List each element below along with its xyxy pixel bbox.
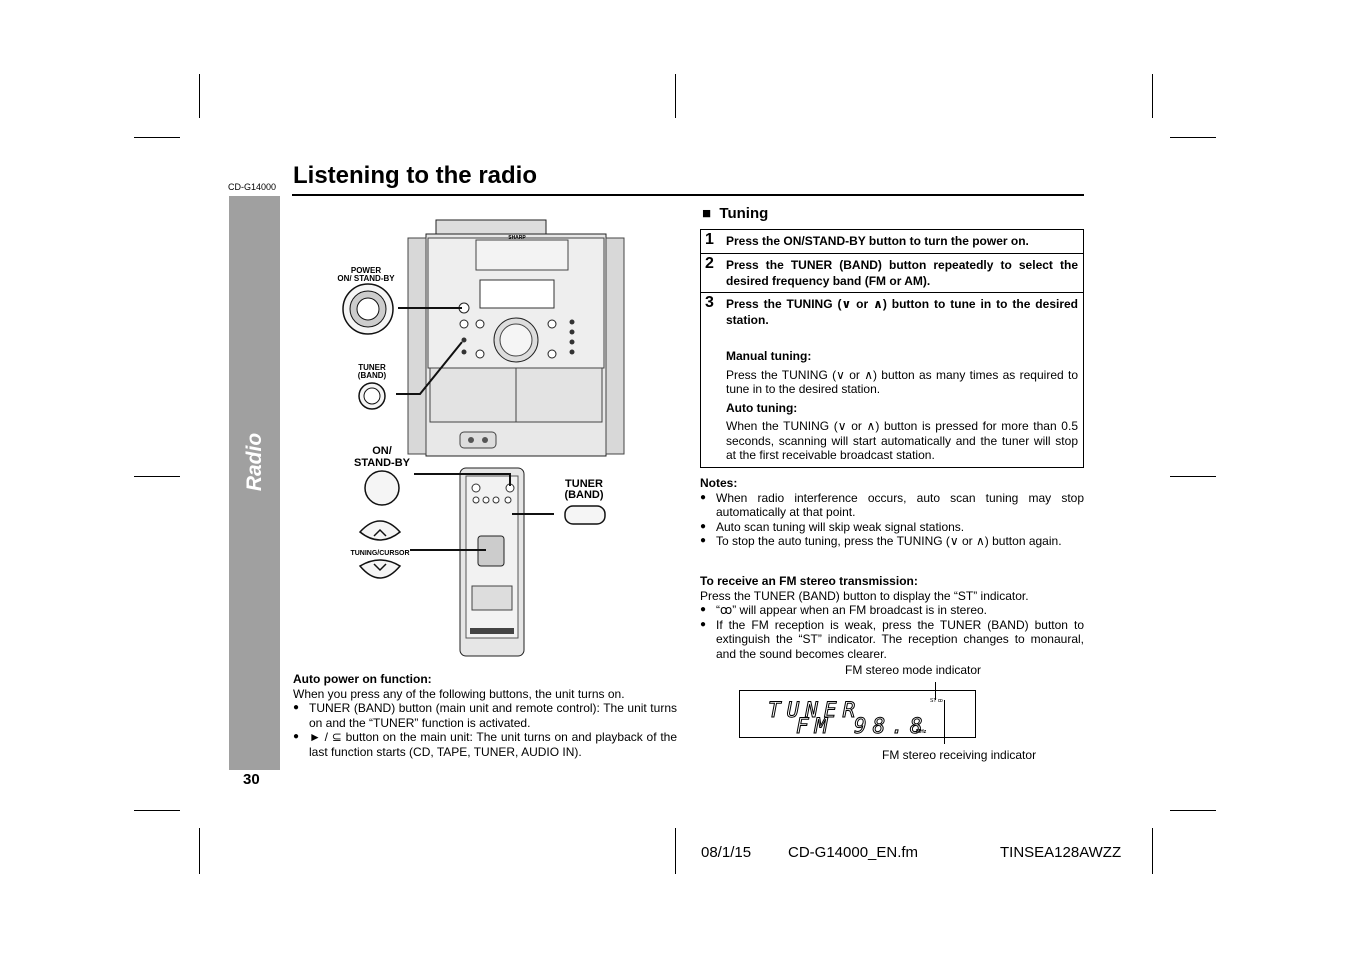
fm-stereo-mode-indicator-label: FM stereo mode indicator: [845, 663, 982, 677]
fm-stereo-intro: Press the TUNER (BAND) button to display…: [700, 588, 1029, 603]
auto-tuning-text: When the TUNING (∨ or ∧) button is press…: [726, 419, 1078, 462]
crop-mark: [199, 74, 200, 118]
footer-date: 08/1/15: [701, 844, 752, 861]
display-stereo-indicator: ST ꝏ: [930, 698, 943, 704]
auto-power-heading: Auto power on function:: [293, 672, 432, 686]
crop-mark: [1170, 810, 1216, 811]
tuner-label-line2: (BAND): [358, 371, 387, 380]
manual-tuning-text: Press the TUNING (∨ or ∧) button as many…: [726, 367, 1078, 397]
crop-mark: [1170, 137, 1216, 138]
fm-stereo-list: “ꝏ” will appear when an FM broadcast is …: [700, 603, 1084, 661]
step-number: 2: [705, 255, 714, 272]
list-item: To stop the auto tuning, press the TUNIN…: [700, 534, 1084, 549]
crop-mark: [134, 810, 180, 811]
step-2: 2 Press the TUNER (BAND) button repeated…: [701, 254, 1083, 293]
crop-mark: [1170, 476, 1216, 477]
auto-tuning-heading: Auto tuning:: [726, 400, 798, 415]
step-1: 1 Press the ON/STAND-BY button to turn t…: [701, 230, 1083, 254]
auto-power-intro: When you press any of the following butt…: [293, 686, 625, 701]
tuning-heading: ■ Tuning: [702, 205, 769, 222]
remote-tuner-button-illustration: [564, 505, 606, 525]
tuner-display: TUNER FM 98.8 MHz ST ꝏ: [739, 690, 976, 739]
auto-power-list: TUNER (BAND) button (main unit and remot…: [293, 701, 677, 759]
indicator-leader-line: [944, 700, 945, 744]
model-code: CD-G14000: [228, 182, 277, 192]
section-sidebar: [229, 196, 280, 770]
stereo-and-remote-illustration: SHARP POWER ON/ STAND-BY TUNER (BAND): [337, 219, 625, 657]
crop-mark: [1152, 74, 1153, 118]
remote-control-illustration: [459, 467, 525, 657]
auto-power-section: Auto power on function: When you press a…: [293, 672, 677, 759]
list-item: ► / ⊆ button on the main unit: The unit …: [293, 730, 677, 759]
manual-tuning-heading: Manual tuning:: [726, 349, 812, 363]
notes-section: Notes: When radio interference occurs, a…: [700, 476, 1084, 549]
tuner-label-line1: TUNER: [358, 363, 386, 372]
crop-mark: [675, 74, 676, 118]
tuning-steps-box: 1 Press the ON/STAND-BY button to turn t…: [700, 229, 1084, 468]
remote-tuner-label-line1: TUNER: [565, 478, 603, 490]
footer-filename: CD-G14000_EN.fm: [788, 844, 919, 861]
list-item: “ꝏ” will appear when an FM broadcast is …: [700, 603, 1084, 618]
step-number: 3: [705, 294, 714, 311]
list-item: When radio interference occurs, auto sca…: [700, 491, 1084, 520]
list-item: Auto scan tuning will skip weak signal s…: [700, 520, 1084, 535]
fm-stereo-section: To receive an FM stereo transmission: Pr…: [700, 574, 1084, 661]
remote-on-label-line2: STAND-BY: [354, 457, 411, 469]
display-unit: MHz: [916, 729, 927, 735]
crop-mark: [134, 476, 180, 477]
power-label-line2: ON/ STAND-BY: [337, 274, 395, 283]
tuning-cursor-label: TUNING/CURSOR: [350, 550, 409, 557]
display-function-text: TUNER: [767, 698, 862, 723]
step-3: 3 Press the TUNING (∨ or ∧) button to tu…: [701, 293, 1083, 468]
remote-on-label-line1: ON/: [372, 445, 392, 457]
fm-stereo-heading: To receive an FM stereo transmission:: [700, 574, 918, 588]
notes-list: When radio interference occurs, auto sca…: [700, 491, 1084, 549]
footer-code: TINSEA128AWZZ: [1000, 844, 1122, 861]
step-number: 1: [705, 231, 714, 248]
list-item: TUNER (BAND) button (main unit and remot…: [293, 701, 677, 730]
remote-tuner-label-line2: (BAND): [564, 489, 603, 501]
crop-mark: [199, 828, 200, 874]
step-text: Press the TUNING (∨ or ∧) button to tune…: [726, 297, 1078, 327]
main-unit-illustration: SHARP: [407, 219, 625, 457]
indicator-leader-line: [935, 682, 936, 700]
crop-mark: [1152, 828, 1153, 874]
title-rule: [292, 194, 1084, 196]
section-label: Radio: [243, 432, 266, 492]
unit-brand: SHARP: [508, 235, 526, 241]
page-title: Listening to the radio: [293, 162, 537, 189]
crop-mark: [675, 828, 676, 874]
crop-mark: [134, 137, 180, 138]
display-band-text: FM: [795, 714, 834, 739]
page-number: 30: [243, 771, 260, 788]
fm-stereo-receiving-indicator-label: FM stereo receiving indicator: [882, 748, 1037, 762]
step-text: Press the ON/STAND-BY button to turn the…: [726, 234, 1029, 248]
display-frequency-text: 98.8: [854, 714, 929, 739]
notes-heading: Notes:: [700, 476, 738, 490]
power-label-line1: POWER: [351, 266, 381, 275]
step-text: Press the TUNER (BAND) button repeatedly…: [726, 258, 1078, 288]
remote-on-button-illustration: [364, 470, 400, 506]
list-item: If the FM reception is weak, press the T…: [700, 618, 1084, 662]
